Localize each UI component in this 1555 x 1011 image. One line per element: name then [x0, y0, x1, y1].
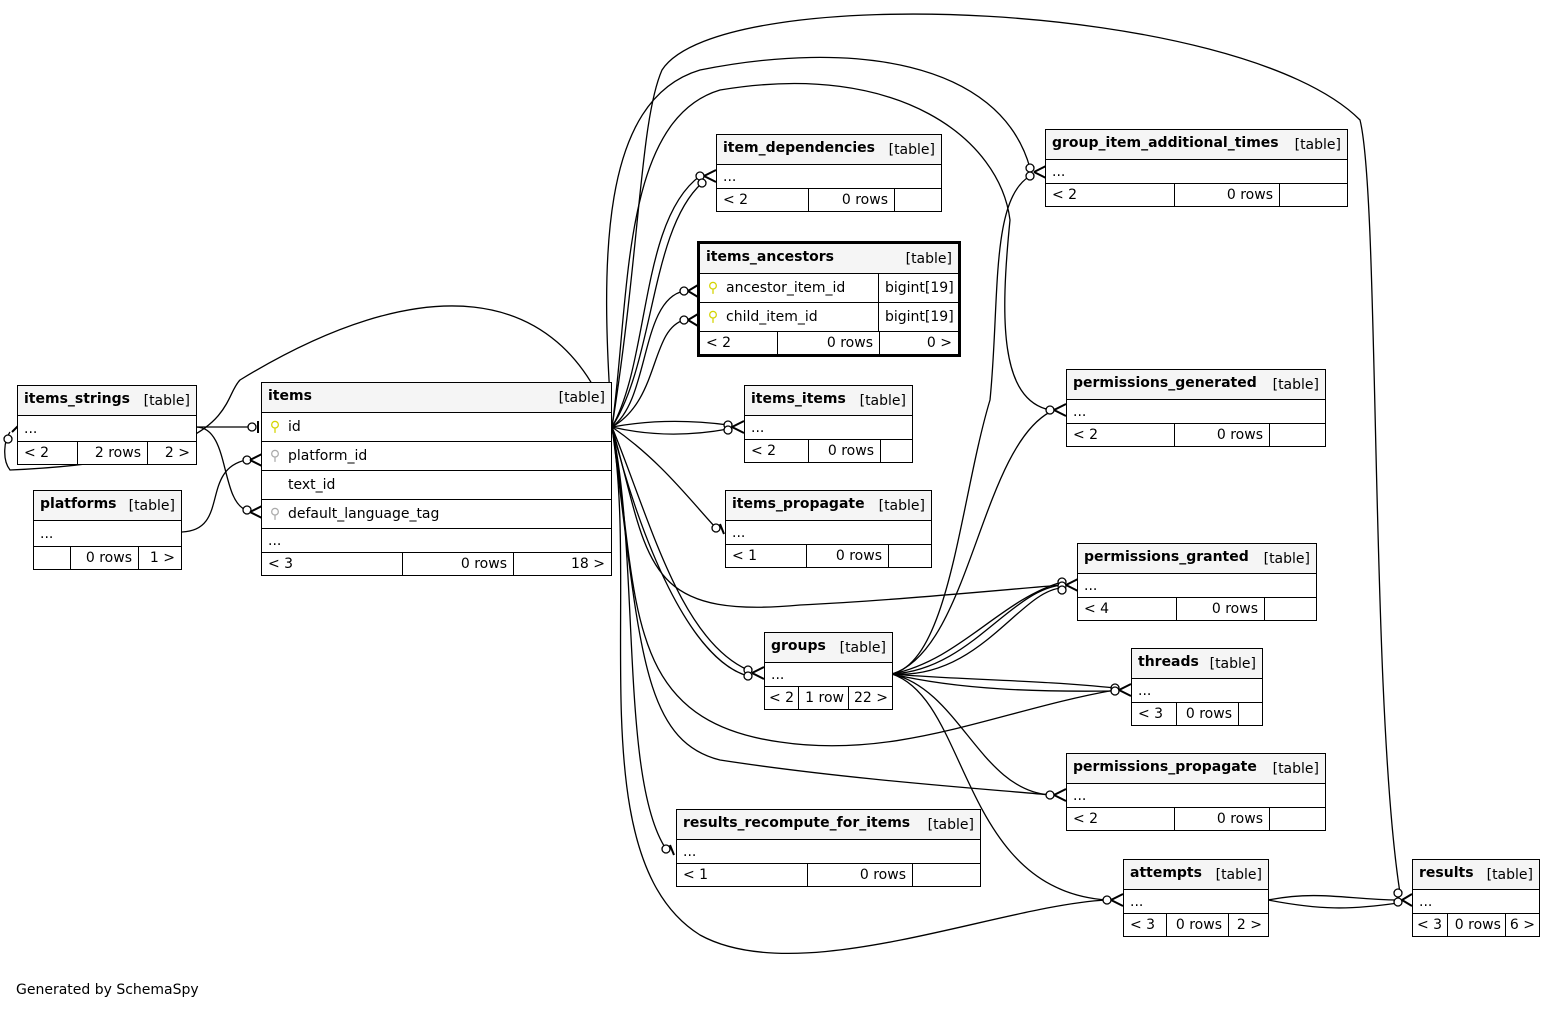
table-header: results[table]: [1413, 860, 1539, 889]
table-header: group_item_additional_times[table]: [1046, 130, 1347, 159]
foreign-key-icon: ⚲: [269, 506, 281, 522]
table-header: items_ancestors[table]: [700, 244, 958, 273]
table-items[interactable]: items[table] ⚲id ⚲platform_id text_id ⚲d…: [261, 382, 612, 576]
table-header: attempts[table]: [1124, 860, 1268, 889]
table-group-item-additional-times[interactable]: group_item_additional_times[table] ... <…: [1045, 129, 1348, 207]
primary-key-icon: ⚲: [707, 280, 719, 296]
table-header: permissions_granted[table]: [1078, 544, 1316, 573]
table-header: permissions_propagate[table]: [1067, 754, 1325, 783]
table-header: items_strings[table]: [18, 386, 196, 415]
table-header: threads[table]: [1132, 649, 1262, 678]
table-header: items_items[table]: [745, 386, 912, 415]
table-header: platforms[table]: [34, 491, 181, 520]
primary-key-icon: ⚲: [269, 419, 281, 435]
generated-by-credit: Generated by SchemaSpy: [16, 982, 199, 998]
primary-key-icon: ⚲: [707, 309, 719, 325]
table-header: permissions_generated[table]: [1067, 370, 1325, 399]
foreign-key-icon: ⚲: [269, 448, 281, 464]
table-header: groups[table]: [765, 633, 892, 662]
table-items-ancestors[interactable]: items_ancestors[table] ⚲ancestor_item_id…: [697, 241, 961, 357]
table-header: results_recompute_for_items[table]: [677, 810, 980, 839]
table-header: items[table]: [262, 383, 611, 412]
table-header: item_dependencies[table]: [717, 135, 941, 164]
table-results-recompute-for-items[interactable]: results_recompute_for_items[table] ... <…: [676, 809, 981, 887]
table-header: items_propagate[table]: [726, 491, 931, 520]
